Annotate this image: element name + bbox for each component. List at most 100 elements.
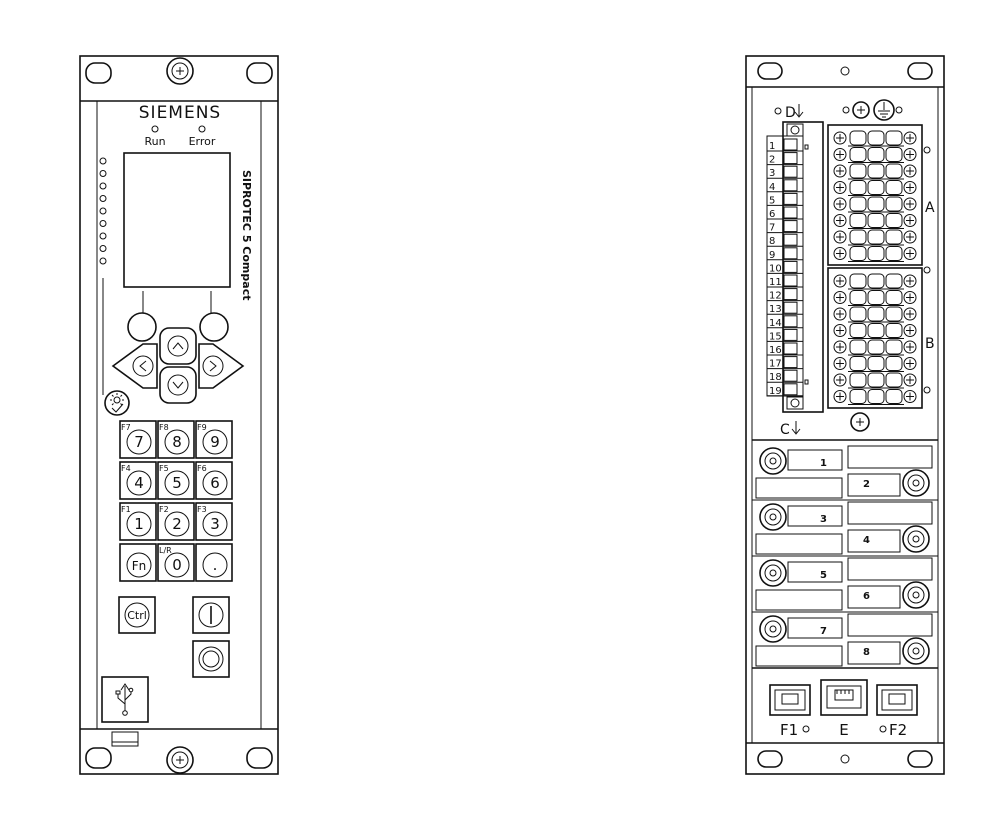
screw-icon <box>833 373 847 387</box>
key-label: 6 <box>210 474 220 492</box>
slot-2[interactable]: 2 <box>847 445 933 497</box>
nav-down-button[interactable] <box>159 366 197 404</box>
slot-number: 2 <box>863 479 870 490</box>
softkey-right[interactable] <box>199 312 229 342</box>
key-9[interactable]: 9F9 <box>195 420 233 459</box>
terminal-a-label: A <box>925 200 935 216</box>
screw-icon <box>903 324 917 337</box>
key-3[interactable]: 3F3 <box>195 502 233 541</box>
led-indicator <box>99 220 107 227</box>
fkey-label: F9 <box>197 423 207 432</box>
screw-icon <box>903 131 917 145</box>
terminal-block-d <box>782 121 824 413</box>
key-0[interactable]: 0L/R <box>157 543 195 582</box>
pin-number: 8 <box>769 236 775 247</box>
slot-7[interactable]: 7 <box>755 615 843 667</box>
ctrl-label: Ctrl <box>127 609 147 622</box>
key-label: 5 <box>172 474 182 492</box>
screw-icon <box>903 214 917 227</box>
terminal-blocks-ab <box>827 124 923 409</box>
error-led-label: Error <box>189 135 216 148</box>
nav-right-button[interactable] <box>198 343 245 389</box>
key-5[interactable]: 5F5 <box>157 461 195 500</box>
key-label: 9 <box>210 433 220 451</box>
key-1[interactable]: 1F1 <box>119 502 157 541</box>
key-label: Fn <box>132 559 147 573</box>
pin-number: 4 <box>769 182 775 193</box>
screw-icon <box>833 214 847 227</box>
port-e[interactable] <box>820 679 868 716</box>
key-label: 0 <box>172 556 182 574</box>
pin-number: 11 <box>769 277 782 288</box>
slot-number: 8 <box>863 647 870 658</box>
screw-icon <box>833 291 847 304</box>
slot-1[interactable]: 1 <box>755 447 843 499</box>
pin-number: 17 <box>769 359 782 370</box>
slot-number: 7 <box>820 626 827 637</box>
screw-icon <box>833 357 847 370</box>
nav-up-button[interactable] <box>159 327 197 365</box>
key-label: 2 <box>172 515 182 533</box>
key-2[interactable]: 2F2 <box>157 502 195 541</box>
led-indicator <box>99 257 107 265</box>
port-f2-label: F2 <box>889 721 907 739</box>
front-panel-outline <box>79 55 279 775</box>
pin-number: 3 <box>769 168 775 179</box>
display-screen <box>123 152 231 288</box>
screw-icon <box>833 247 847 260</box>
screw-icon <box>833 164 847 178</box>
pin-number: 5 <box>769 195 775 206</box>
key-6[interactable]: 6F6 <box>195 461 233 500</box>
terminal-c-label: C <box>780 422 790 438</box>
nav-left-button[interactable] <box>111 343 158 389</box>
screw-icon <box>833 181 847 194</box>
screw-icon <box>903 247 917 260</box>
slot-6[interactable]: 6 <box>847 557 933 609</box>
pin-number: 10 <box>769 263 782 274</box>
screw-icon <box>903 390 917 403</box>
key-fn[interactable]: Fn <box>119 543 157 582</box>
led-indicator <box>99 182 107 190</box>
screw-icon <box>833 274 847 288</box>
slot-4[interactable]: 4 <box>847 501 933 553</box>
fkey-label: F2 <box>159 505 169 514</box>
pin-number: 15 <box>769 331 782 342</box>
key-dot[interactable]: . <box>195 543 233 582</box>
front-panel: SIEMENS Run Error SIPROTEC 5 Compact <box>79 55 279 775</box>
fkey-label: F8 <box>159 423 169 432</box>
key-8[interactable]: 8F8 <box>157 420 195 459</box>
softkey-left[interactable] <box>127 312 157 342</box>
fkey-label: L/R <box>159 546 172 555</box>
pin-number: 16 <box>769 345 782 356</box>
light-icon[interactable] <box>104 390 130 416</box>
port-f1[interactable] <box>769 684 811 716</box>
slot-5[interactable]: 5 <box>755 559 843 611</box>
slot-8[interactable]: 8 <box>847 613 933 665</box>
pin-number: 12 <box>769 291 782 302</box>
key-label: . <box>213 556 218 574</box>
port-e-label: E <box>839 721 848 739</box>
led-indicator <box>99 157 107 165</box>
screw-icon <box>833 230 847 244</box>
port-f1-label: F1 <box>780 721 798 739</box>
key-label: 3 <box>210 515 220 533</box>
run-led-label: Run <box>144 135 165 148</box>
key-7[interactable]: 7F7 <box>119 420 157 459</box>
key-4[interactable]: 4F4 <box>119 461 157 500</box>
fkey-label: F6 <box>197 464 207 473</box>
slot-number: 3 <box>820 514 827 525</box>
slot-3[interactable]: 3 <box>755 503 843 555</box>
off-button[interactable] <box>192 640 230 678</box>
screw-icon <box>903 357 917 370</box>
port-f2[interactable] <box>876 684 918 716</box>
pin-number: 19 <box>769 386 782 397</box>
terminal-block-b <box>827 267 923 409</box>
terminal-block-a <box>827 124 923 266</box>
key-label: 8 <box>172 433 182 451</box>
screw-icon <box>833 197 847 211</box>
screw-icon <box>903 291 917 304</box>
screw-icon <box>903 274 917 288</box>
